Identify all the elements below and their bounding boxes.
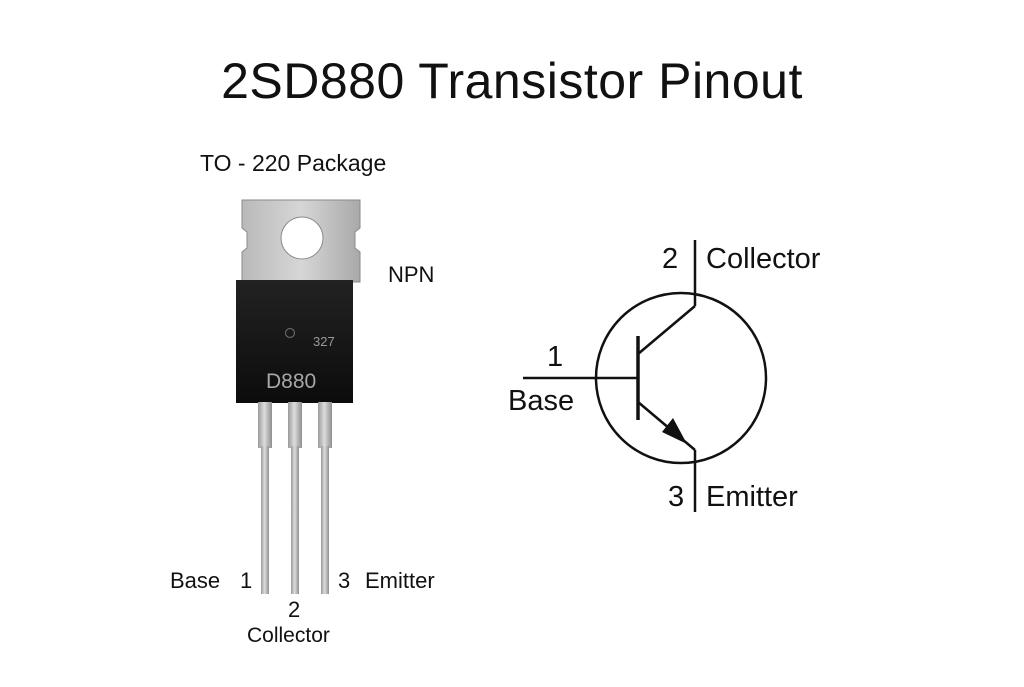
chip-marking: D880 <box>266 370 316 393</box>
leg-2-shoulder <box>288 402 302 448</box>
package-collector-label: Collector <box>247 624 330 647</box>
schematic-base-number: 1 <box>547 341 564 373</box>
chip-code: 327 <box>313 334 335 349</box>
leg-1 <box>261 446 269 594</box>
package-pin-3-number: 3 <box>338 568 351 593</box>
package-body <box>236 280 353 403</box>
package-pin-1-number: 1 <box>240 568 253 593</box>
collector-diagonal <box>637 305 696 355</box>
schematic-emitter-number: 3 <box>668 481 685 513</box>
leg-3 <box>321 446 329 594</box>
schematic-base-label: Base <box>508 385 575 417</box>
leg-3-shoulder <box>318 402 332 448</box>
leg-2 <box>291 446 299 594</box>
leg-1-shoulder <box>258 402 272 448</box>
schematic-emitter-label: Emitter <box>706 481 798 513</box>
package-emitter-label: Emitter <box>365 568 435 593</box>
package-base-label: Base <box>170 568 221 593</box>
page-title: 2SD880 Transistor Pinout <box>221 53 803 109</box>
package-pin-2-number: 2 <box>288 597 301 622</box>
emitter-arrow <box>662 418 687 444</box>
schematic-collector-number: 2 <box>662 243 679 275</box>
package-label: TO - 220 Package <box>200 150 387 176</box>
transistor-type-label: NPN <box>388 262 435 287</box>
emitter-diagonal <box>637 401 696 451</box>
schematic-collector-label: Collector <box>706 243 821 275</box>
logo-mark <box>284 327 296 339</box>
mounting-hole <box>280 216 324 260</box>
